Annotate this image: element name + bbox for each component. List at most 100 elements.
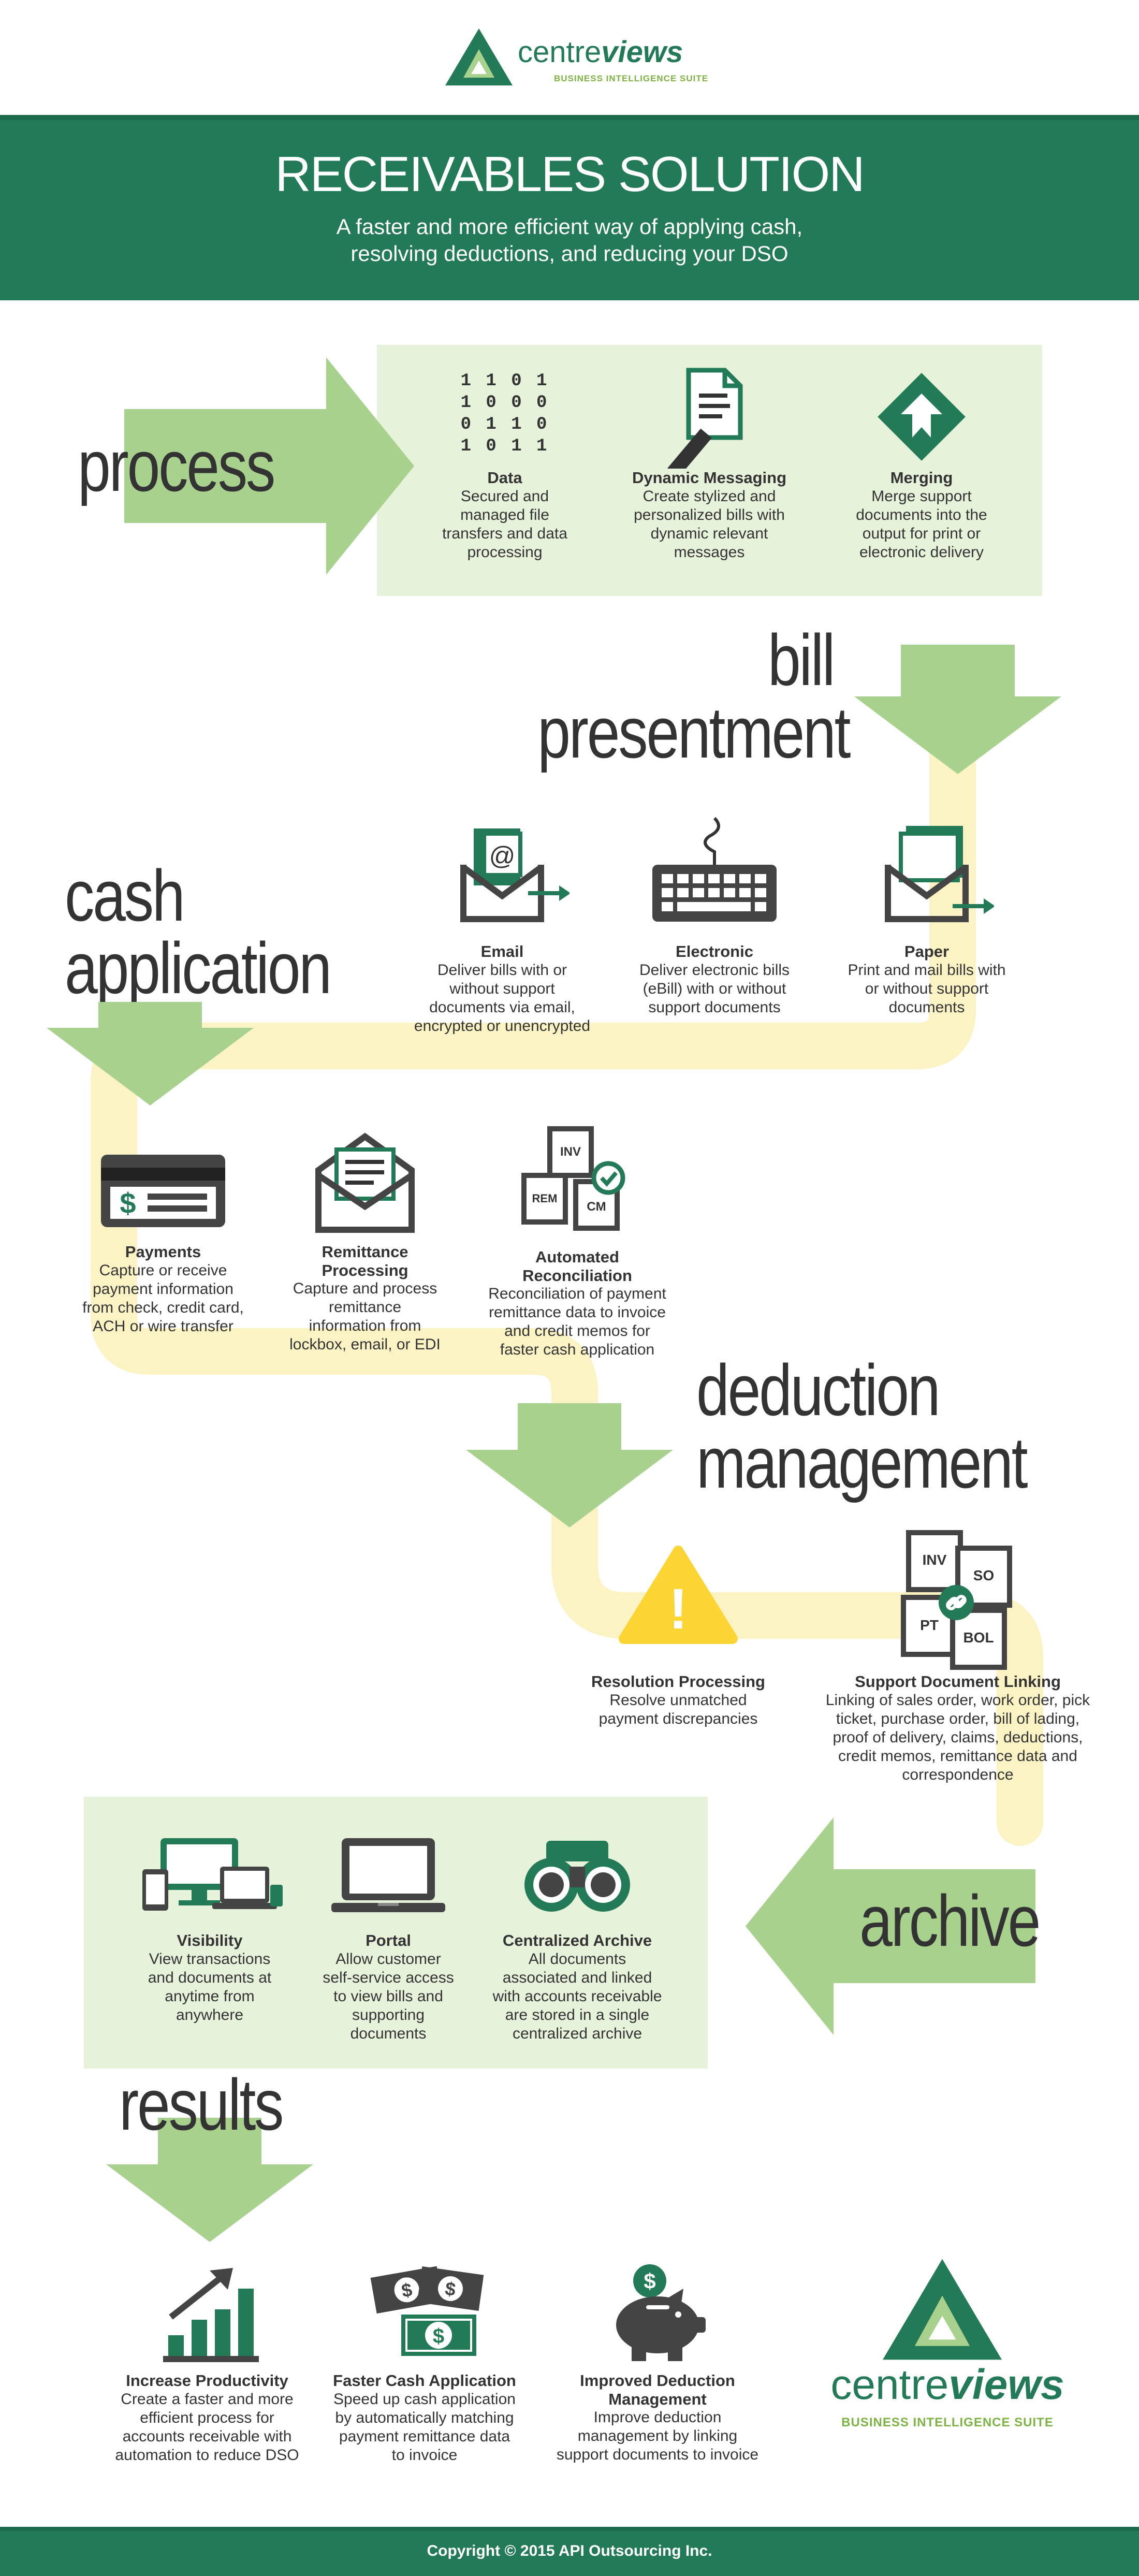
results-down-arrow-icon [106, 2118, 313, 2242]
cash-bills-icon: $ $ $ [370, 2266, 484, 2356]
keyboard-icon [652, 817, 777, 922]
bill-heading-line2: presentment [537, 692, 851, 773]
logo-triangle-icon [883, 2259, 1002, 2360]
deduction-heading-line1: deduction [696, 1349, 941, 1431]
warning-triangle-icon: ! [619, 1546, 738, 1644]
item-title: Increase Productivity [126, 2371, 288, 2390]
cash-heading-line2: application [65, 927, 332, 1009]
document-pen-icon [667, 368, 743, 469]
footer: Copyright © 2015 API Outsourcing Inc. [0, 2527, 1139, 2576]
item-title: Email [480, 942, 524, 960]
bill-item-electronic: Electronic Deliver electronic bills(eBil… [626, 813, 802, 1017]
copyright-text: Copyright © 2015 API Outsourcing Inc. [427, 2542, 712, 2559]
item-title: Portal [366, 1931, 411, 1949]
item-title: Data [487, 469, 522, 487]
laptop-icon [331, 1838, 445, 1912]
logo-brand-bold: views [948, 2361, 1064, 2408]
binoculars-icon [524, 1841, 630, 1912]
cash-item-remittance: Remittance Processing Capture and proces… [277, 1129, 453, 1354]
results-item-deduction: $ Improved Deduction Management Improve … [549, 2258, 766, 2464]
svg-text:@: @ [489, 841, 516, 870]
logo-brand-bold: views [601, 35, 683, 69]
deduction-item-support-linking: INV SO PT BOL Support Document Linking L… [792, 1527, 1123, 1784]
item-title: Automated [535, 1248, 619, 1266]
remittance-envelope-icon [315, 1132, 415, 1233]
item-title: Visibility [177, 1931, 243, 1949]
item-title: Payments [125, 1243, 201, 1261]
svg-text:SO: SO [973, 1567, 994, 1583]
credit-card-icon: $ [101, 1155, 225, 1227]
svg-text:CM: CM [587, 1200, 606, 1214]
item-title-2: Processing [322, 1261, 408, 1279]
item-title: Centralized Archive [502, 1931, 652, 1949]
item-desc: Linking of sales order, work order, pick… [825, 1691, 1090, 1783]
paper-envelope-icon [885, 826, 994, 922]
devices-icon [142, 1838, 283, 1911]
item-title: Paper [904, 942, 950, 960]
logo-triangle-icon [445, 28, 513, 85]
bar-chart-icon [163, 2268, 259, 2362]
bill-heading-line1: bill [767, 619, 836, 701]
subtitle-line1: A faster and more efficient way of apply… [336, 214, 803, 239]
svg-text:!: ! [669, 1577, 688, 1641]
piggy-bank-icon: $ [616, 2264, 706, 2361]
svg-text:INV: INV [560, 1145, 581, 1159]
process-item-data: 1 1 0 1 1 0 0 0 0 1 1 0 1 0 1 1 Data Sec… [425, 370, 585, 562]
top-logo: centreviews BUSINESS INTELLIGENCE SUITE [445, 26, 708, 88]
results-item-productivity: Increase Productivity Create a faster an… [104, 2258, 311, 2465]
item-title: Remittance [322, 1243, 408, 1261]
item-title: Merging [890, 469, 953, 487]
item-title: Electronic [676, 942, 753, 960]
header-band: RECEIVABLES SOLUTION A faster and more e… [0, 115, 1139, 300]
logo-tagline: BUSINESS INTELLIGENCE SUITE [841, 2415, 1054, 2429]
cash-item-reconciliation: INV REM CM Automated Reconciliation Reco… [474, 1124, 681, 1359]
item-title: Dynamic Messaging [632, 469, 787, 487]
process-heading: process [78, 425, 275, 506]
svg-text:REM: REM [532, 1192, 558, 1205]
merge-arrow-icon [878, 373, 966, 461]
svg-text:INV: INV [923, 1552, 947, 1568]
bottom-logo: centreviews BUSINESS INTELLIGENCE SUITE [808, 2258, 1077, 2429]
svg-text:$: $ [433, 2325, 444, 2348]
item-title-2: Management [608, 2390, 707, 2408]
cash-down-arrow-icon [47, 1002, 254, 1105]
logo-tagline: BUSINESS INTELLIGENCE SUITE [554, 74, 709, 83]
deduction-heading-line2: management [696, 1422, 1028, 1503]
logo-brand-regular: centre [518, 35, 602, 69]
item-title: Resolution Processing [591, 1672, 765, 1691]
item-title: Improved Deduction [580, 2371, 735, 2390]
binary-data-icon: 1 1 0 1 1 0 0 0 0 1 1 0 1 0 1 1 [460, 371, 549, 456]
svg-text:BOL: BOL [963, 1629, 994, 1646]
item-title-2: Reconciliation [522, 1266, 632, 1285]
process-arrow-icon [124, 357, 414, 575]
bill-down-arrow-icon [854, 645, 1061, 774]
subtitle-line2: resolving deductions, and reducing your … [351, 241, 788, 266]
deduction-item-resolution: ! Resolution Processing Resolve unmatche… [570, 1543, 787, 1728]
archive-left-arrow-icon [746, 1817, 1035, 2035]
results-heading: results [119, 2064, 284, 2145]
item-title: Support Document Linking [855, 1672, 1061, 1691]
linked-documents-icon: INV SO PT BOL [901, 1530, 1012, 1670]
deduction-down-arrow-icon [466, 1403, 673, 1527]
